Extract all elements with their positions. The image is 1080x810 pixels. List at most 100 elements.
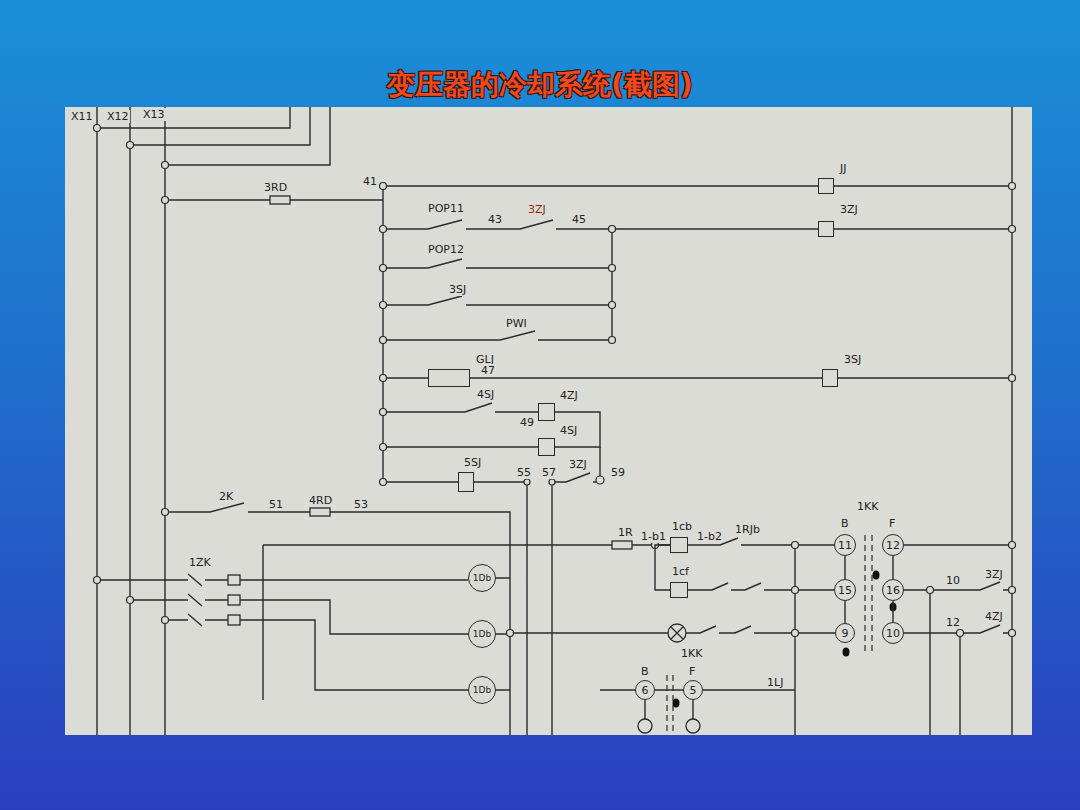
- device-label: 1KK: [856, 500, 879, 513]
- terminal-circle: 5: [683, 680, 703, 700]
- device-label: 1-b2: [696, 530, 723, 543]
- wire-number: 45: [571, 213, 587, 226]
- wire-number: 43: [487, 213, 503, 226]
- device-label: F: [688, 665, 696, 678]
- wire-number: 10: [945, 574, 961, 587]
- relay-coil: 1cf: [670, 582, 688, 598]
- relay-coil: 4ZJ: [538, 403, 555, 421]
- terminal-circle: 16: [882, 579, 904, 601]
- device-label: PWI: [505, 317, 528, 330]
- relay-coil: 1cb: [670, 537, 688, 553]
- device-label: 3ZJ: [568, 458, 588, 471]
- terminal-number: 12: [886, 540, 900, 551]
- photo-panel: [65, 107, 1032, 735]
- fuse-symbols: [228, 196, 700, 733]
- device-label: X12: [106, 110, 130, 123]
- wire-number: 51: [268, 498, 284, 511]
- relay-symbol: [228, 595, 240, 605]
- device-label: POP12: [427, 243, 465, 256]
- wire-number: 47: [480, 364, 496, 377]
- device-label: 3ZJ: [527, 203, 547, 216]
- device-label: B: [640, 665, 650, 678]
- terminal-number: 1Db: [473, 686, 491, 695]
- device-label: 3SJ: [448, 283, 467, 296]
- wire-connector: [892, 601, 893, 622]
- terminal-symbol: [686, 719, 700, 733]
- terminal-number: 10: [886, 628, 900, 639]
- relay-label: 4SJ: [559, 425, 578, 436]
- terminal-circle: 10: [882, 622, 904, 644]
- terminal-number: 16: [886, 585, 900, 596]
- wire-connector: [655, 545, 670, 590]
- terminal-circle: 11: [834, 534, 856, 556]
- wire-number: 12: [945, 616, 961, 629]
- device-label: 2K: [218, 490, 234, 503]
- device-label: 1-b1: [640, 530, 667, 543]
- wire-number: 41: [362, 175, 378, 188]
- device-label: 3RD: [263, 181, 288, 194]
- relay-coil: 3SJ: [822, 369, 838, 387]
- device-label: 1LJ: [766, 676, 784, 689]
- motor-symbol: 1Db: [468, 620, 496, 648]
- terminal-number: 5: [690, 685, 697, 696]
- relay-label: 3SJ: [843, 354, 862, 365]
- switch-position-dots: [673, 571, 897, 708]
- relay-label: JJ: [839, 163, 848, 174]
- fuse-symbol: [270, 196, 290, 204]
- relay-label: 1cf: [671, 566, 690, 577]
- relay-coil: 5SJ: [458, 472, 474, 492]
- terminal-circle: 6: [635, 680, 655, 700]
- device-label: 4SJ: [476, 388, 495, 401]
- wire-number: 55: [516, 466, 532, 479]
- wire-number: 59: [610, 466, 626, 479]
- relay-label: 1cb: [671, 521, 693, 532]
- relay-coil: 3ZJ: [818, 221, 834, 237]
- lamp-symbol: [668, 624, 686, 642]
- slide-title: 变压器的冷却系统(截图): [0, 66, 1080, 104]
- wire-number: 49: [519, 416, 535, 429]
- fuse-symbol: [612, 541, 632, 549]
- terminal-circle: 9: [835, 623, 855, 643]
- terminal-number: 9: [842, 628, 849, 639]
- relay-coil: JJ: [818, 178, 834, 194]
- switch-linkage-dashed: [667, 535, 872, 735]
- relay-coil: 4SJ: [538, 438, 555, 456]
- device-label: POP11: [427, 202, 465, 215]
- device-label: 1ZK: [188, 556, 212, 569]
- terminal-number: 6: [642, 685, 649, 696]
- wire-connector: [844, 601, 845, 623]
- terminal-number: 15: [838, 585, 852, 596]
- terminal-number: 11: [838, 540, 852, 551]
- junction-circles: [94, 125, 1016, 637]
- device-label: F: [888, 517, 896, 530]
- wire-connector: [892, 556, 893, 579]
- device-label: 1RJb: [734, 523, 761, 536]
- relay-symbol: [228, 615, 240, 625]
- relay-label: 4ZJ: [559, 390, 579, 401]
- relay-label: 5SJ: [463, 457, 482, 468]
- device-label: X13: [142, 108, 166, 121]
- device-label: B: [840, 517, 850, 530]
- relay-label: 3ZJ: [839, 204, 859, 215]
- motor-symbol: 1Db: [468, 676, 496, 704]
- terminal-symbol: [638, 719, 652, 733]
- device-label: 1R: [617, 526, 634, 539]
- relay-coil: GLJ: [428, 369, 470, 387]
- device-label: 1KK: [680, 647, 703, 660]
- wire-connector: [555, 412, 600, 447]
- terminal-circle: 12: [882, 534, 904, 556]
- terminal-number: 1Db: [473, 574, 491, 583]
- wire-number: 57: [541, 466, 557, 479]
- device-label: 4ZJ: [984, 610, 1004, 623]
- device-label: 4RD: [308, 494, 333, 507]
- wire-number: 53: [353, 498, 369, 511]
- wires: [97, 107, 1012, 735]
- fuse-symbol: [310, 508, 330, 516]
- motor-symbol: 1Db: [468, 564, 496, 592]
- terminal-number: 1Db: [473, 630, 491, 639]
- device-label: X11: [70, 110, 94, 123]
- terminal-circle: 15: [834, 579, 856, 601]
- relay-symbol: [228, 575, 240, 585]
